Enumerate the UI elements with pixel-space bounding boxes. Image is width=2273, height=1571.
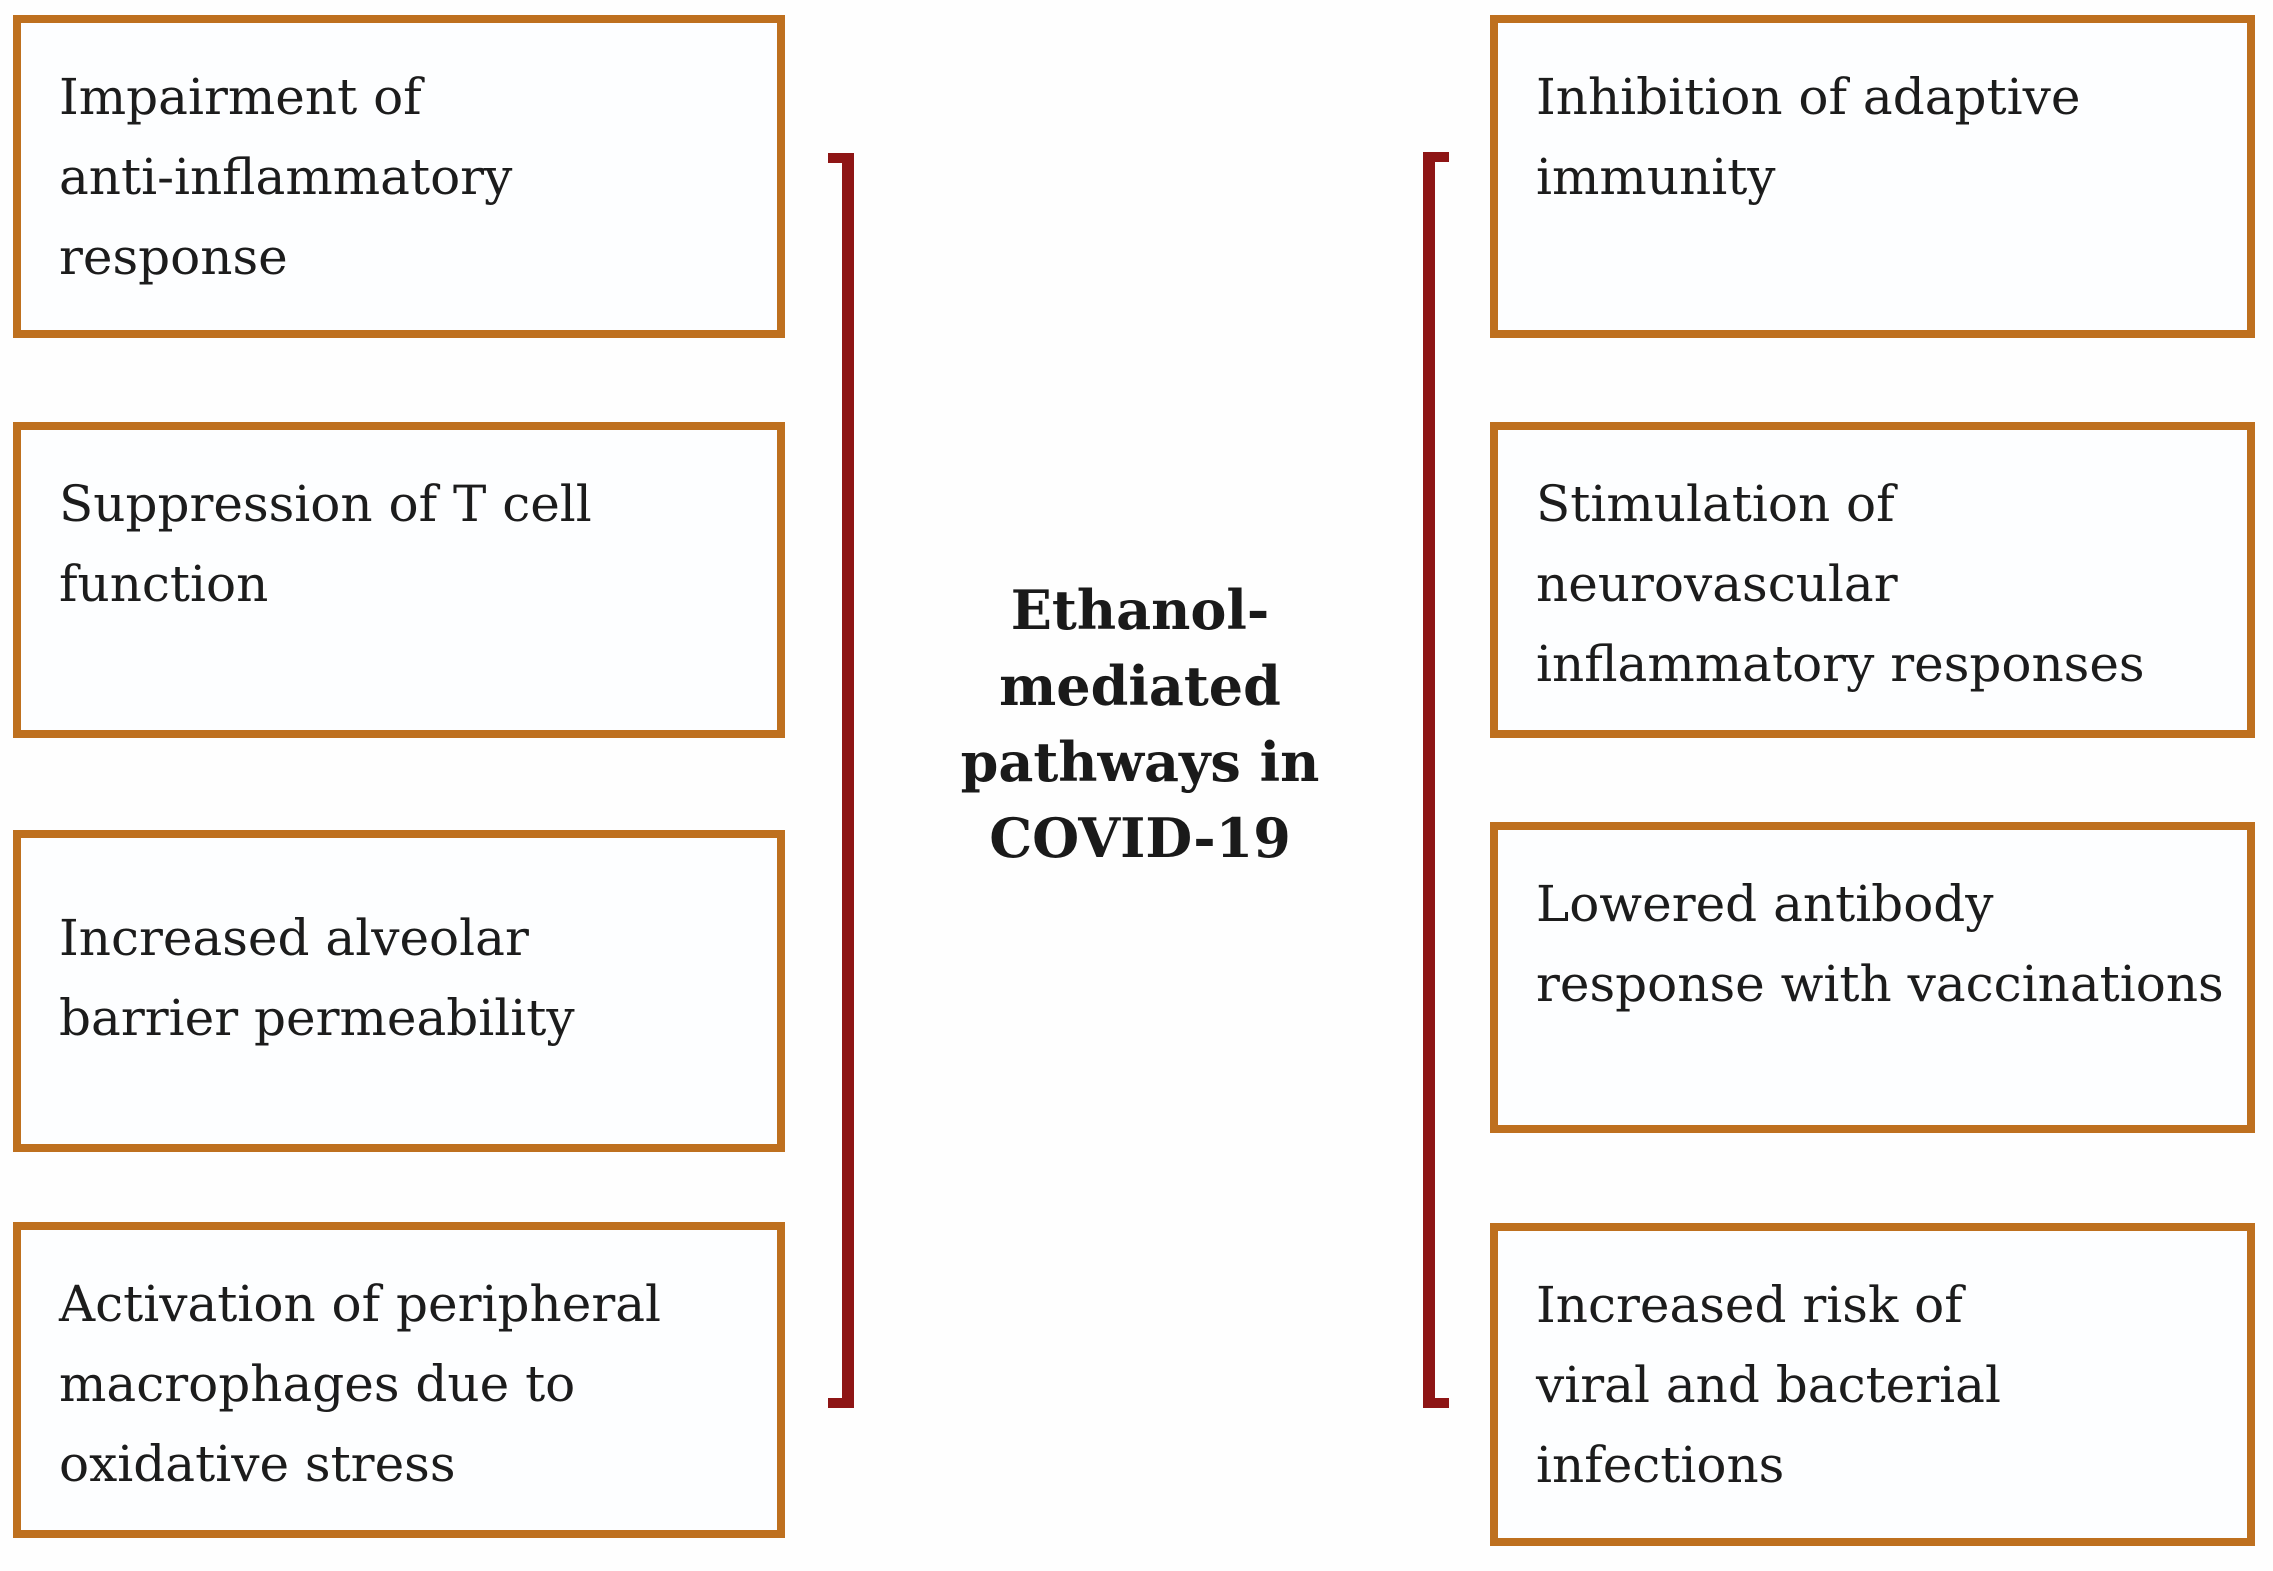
left-box-alveolar-text: Increased alveolar barrier permeability <box>59 909 575 1047</box>
left-bracket <box>828 153 854 1408</box>
right-bracket <box>1423 152 1449 1408</box>
right-box-neurovascular-text: Stimulation of neurovascular inflammator… <box>1536 475 2145 693</box>
right-box-neurovascular: Stimulation of neurovascular inflammator… <box>1490 422 2255 738</box>
right-box-antibody-vaccinations-text: Lowered antibody response with vaccinati… <box>1536 875 2224 1013</box>
center-title: Ethanol-mediated pathways in COVID-19 <box>960 578 1320 870</box>
right-box-infection-risk-text: Increased risk of viral and bacterial in… <box>1536 1276 2001 1494</box>
left-box-anti-inflammatory: Impairment of anti-inflammatory response <box>13 15 785 338</box>
left-box-alveolar: Increased alveolar barrier permeability <box>13 830 785 1152</box>
right-box-infection-risk: Increased risk of viral and bacterial in… <box>1490 1223 2255 1546</box>
right-box-adaptive-immunity-text: Inhibition of adaptive immunity <box>1536 68 2081 206</box>
right-box-adaptive-immunity: Inhibition of adaptive immunity <box>1490 15 2255 338</box>
right-box-antibody-vaccinations: Lowered antibody response with vaccinati… <box>1490 822 2255 1133</box>
left-box-t-cell: Suppression of T cell function <box>13 422 785 738</box>
left-box-t-cell-text: Suppression of T cell function <box>59 475 592 613</box>
left-box-macrophages: Activation of peripheral macrophages due… <box>13 1222 785 1538</box>
left-box-macrophages-text: Activation of peripheral macrophages due… <box>59 1275 662 1493</box>
left-box-anti-inflammatory-text: Impairment of anti-inflammatory response <box>59 68 513 286</box>
